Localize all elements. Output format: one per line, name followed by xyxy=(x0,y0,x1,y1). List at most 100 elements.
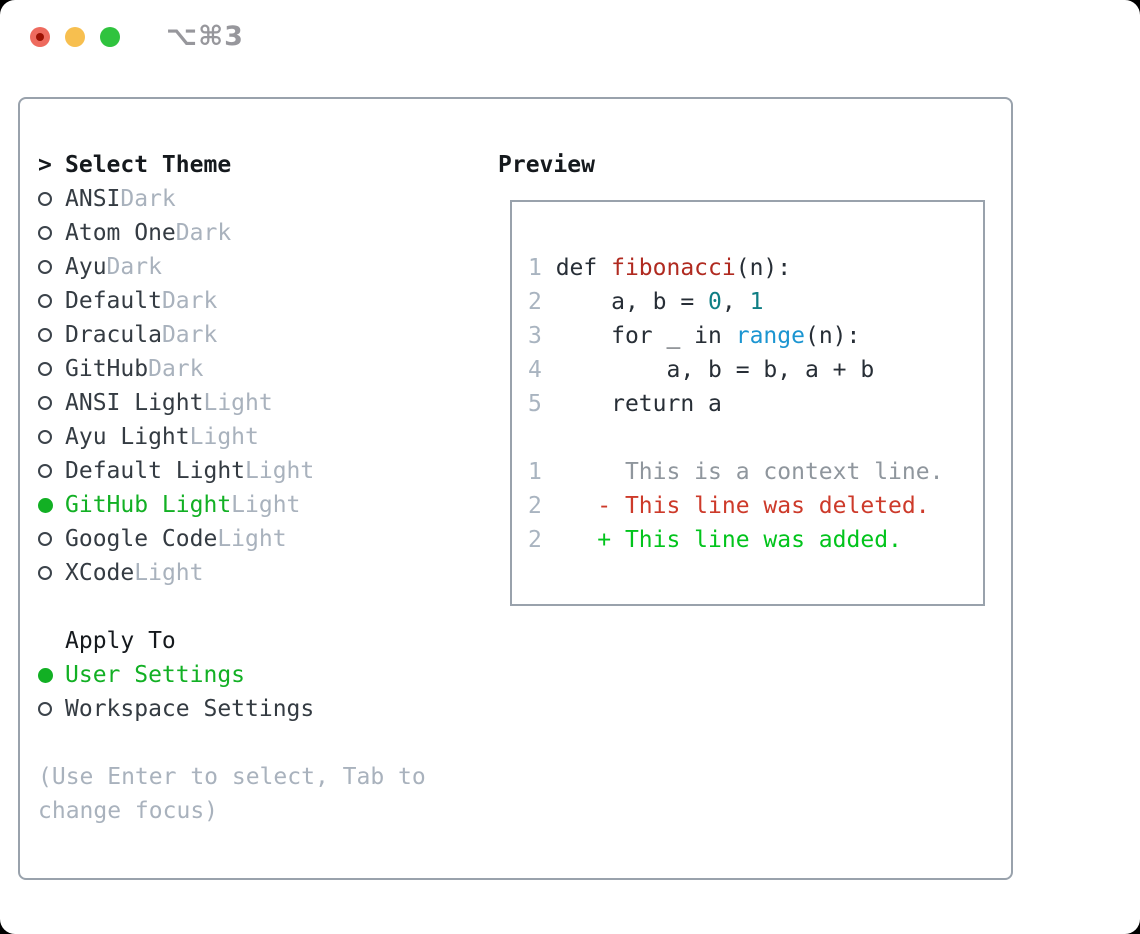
apply-to-header: Apply To xyxy=(38,624,426,658)
theme-option[interactable]: Ayu Light Light xyxy=(38,420,426,454)
theme-name: Google Code xyxy=(65,526,218,552)
theme-option[interactable]: XCode Light xyxy=(38,556,426,590)
code-segment: fibonacci xyxy=(611,255,736,281)
code-segment: def xyxy=(555,255,612,281)
help-text-line: (Use Enter to select, Tab to xyxy=(38,764,426,790)
close-button[interactable] xyxy=(30,27,50,47)
theme-name: Atom One xyxy=(65,220,176,246)
radio-icon[interactable] xyxy=(38,497,53,513)
code-line: 2 - This line was deleted. xyxy=(528,489,943,523)
theme-variant: Light xyxy=(217,526,287,552)
theme-name: Dracula xyxy=(65,322,162,348)
zoom-button[interactable] xyxy=(100,27,120,47)
radio-icon[interactable] xyxy=(38,430,52,444)
radio-icon[interactable] xyxy=(38,667,53,683)
code-segment: , xyxy=(721,289,750,315)
theme-name: ANSI xyxy=(65,186,121,212)
code-line: 1 This is a context line. xyxy=(528,455,943,489)
code-segment: 3 xyxy=(528,323,556,349)
code-segment: range xyxy=(735,323,805,349)
theme-name: Default Light xyxy=(65,458,246,484)
code-line: 5 return a xyxy=(528,387,943,421)
radio-icon[interactable] xyxy=(38,294,52,308)
code-segment: 4 xyxy=(528,357,556,383)
code-segment: 1 xyxy=(528,459,556,485)
radio-icon[interactable] xyxy=(38,464,52,478)
code-line: 4 a, b = b, a + b xyxy=(528,353,943,387)
code-segment: This is a context line. xyxy=(555,459,944,485)
code-segment: 2 xyxy=(528,289,556,315)
theme-name: GitHub xyxy=(65,356,149,382)
help-text-line: change focus) xyxy=(38,798,219,824)
theme-option[interactable]: Google Code Light xyxy=(38,522,426,556)
code-segment: 2 xyxy=(528,527,556,553)
code-segment: 2 xyxy=(528,493,556,519)
theme-name: Default xyxy=(65,288,162,314)
radio-icon[interactable] xyxy=(38,702,52,716)
theme-option[interactable]: Default Dark xyxy=(38,284,426,318)
preview-box xyxy=(510,200,985,606)
theme-name: Ayu xyxy=(65,254,107,280)
theme-variant: Light xyxy=(134,560,204,586)
theme-selector-panel xyxy=(18,97,1013,880)
radio-icon[interactable] xyxy=(38,566,52,580)
code-line: 2 + This line was added. xyxy=(528,523,943,557)
radio-icon[interactable] xyxy=(38,362,52,376)
code-segment: + This line was added. xyxy=(555,527,902,553)
code-segment: a, b = b, a + b xyxy=(555,357,875,383)
blank-row xyxy=(38,590,426,624)
theme-option[interactable]: ANSI Dark xyxy=(38,182,426,216)
code-segment: for _ in xyxy=(555,323,736,349)
theme-variant: Dark xyxy=(161,288,218,314)
apply-option[interactable]: User Settings xyxy=(38,658,426,692)
code-segment: 5 xyxy=(528,391,556,417)
theme-variant: Dark xyxy=(120,186,176,212)
minimize-button[interactable] xyxy=(65,27,85,47)
code-line: 1 def fibonacci(n): xyxy=(528,251,943,285)
theme-option[interactable]: Atom One Dark xyxy=(38,216,426,250)
radio-icon[interactable] xyxy=(38,328,52,342)
theme-option[interactable]: GitHub Light Light xyxy=(38,488,426,522)
code-segment: a, b = xyxy=(555,289,709,315)
theme-option[interactable]: Ayu Dark xyxy=(38,250,426,284)
theme-name: ANSI Light xyxy=(65,390,204,416)
select-theme-header: > Select Theme xyxy=(38,148,426,182)
theme-variant: Light xyxy=(231,492,301,518)
theme-variant: Light xyxy=(189,424,259,450)
theme-variant: Dark xyxy=(148,356,204,382)
radio-icon[interactable] xyxy=(38,192,52,206)
theme-name: GitHub Light xyxy=(65,492,232,518)
code-segment: return a xyxy=(555,391,722,417)
theme-variant: Dark xyxy=(106,254,162,280)
preview-title: Preview xyxy=(498,152,595,178)
radio-icon[interactable] xyxy=(38,226,52,240)
theme-variant: Light xyxy=(245,458,315,484)
code-segment: - This line was deleted. xyxy=(555,493,930,519)
code-segment: 1 xyxy=(528,255,556,281)
theme-option[interactable]: Dracula Dark xyxy=(38,318,426,352)
window-title: ⌥⌘3 xyxy=(166,21,244,52)
code-line xyxy=(528,421,943,455)
code-line: 2 a, b = 0, 1 xyxy=(528,285,943,319)
code-line: 3 for _ in range(n): xyxy=(528,319,943,353)
select-theme-title: Select Theme xyxy=(65,152,232,178)
theme-variant: Dark xyxy=(161,322,218,348)
radio-icon[interactable] xyxy=(38,396,52,410)
prompt-caret: > xyxy=(38,152,52,178)
radio-icon[interactable] xyxy=(38,532,52,546)
theme-variant: Dark xyxy=(175,220,232,246)
theme-option[interactable]: Default Light Light xyxy=(38,454,426,488)
theme-option[interactable]: GitHub Dark xyxy=(38,352,426,386)
blank-row xyxy=(38,726,426,760)
apply-to-title: Apply To xyxy=(65,628,176,654)
apply-option[interactable]: Workspace Settings xyxy=(38,692,426,726)
radio-icon[interactable] xyxy=(38,260,52,274)
code-segment: 0 xyxy=(708,289,722,315)
code-segment: (n): xyxy=(735,255,792,281)
theme-option[interactable]: ANSI Light Light xyxy=(38,386,426,420)
